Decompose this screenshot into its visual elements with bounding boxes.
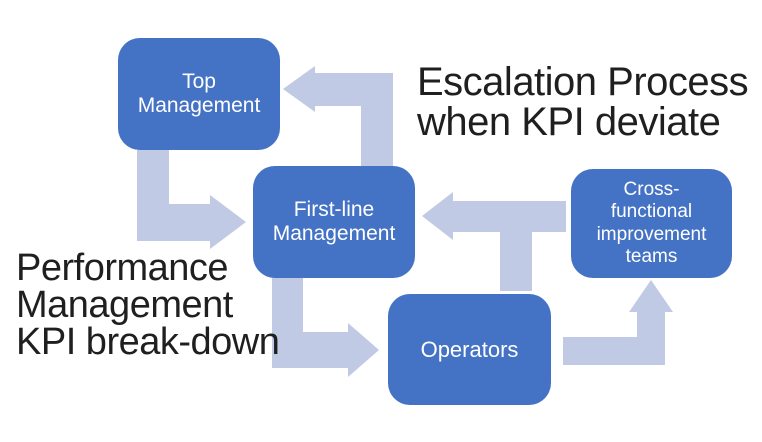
node-operators: Operators (388, 294, 551, 405)
node-top-management: Top Management (118, 38, 280, 150)
arrow-first-line-to-top-management (283, 66, 393, 167)
node-first-line-management: First-line Management (253, 166, 415, 278)
performance-management-label: Performance Management KPI break-down (16, 247, 280, 363)
arrow-operators-to-cross-functional (563, 280, 673, 365)
arrow-first-line-to-operators (272, 276, 379, 377)
node-cross-functional-improvement-teams: Cross- functional improvement teams (571, 169, 732, 278)
arrow-cross-functional-to-first-line (422, 192, 566, 291)
arrow-top-management-to-first-line (137, 150, 246, 249)
escalation-process-label: Escalation Process when KPI deviate (417, 60, 749, 144)
